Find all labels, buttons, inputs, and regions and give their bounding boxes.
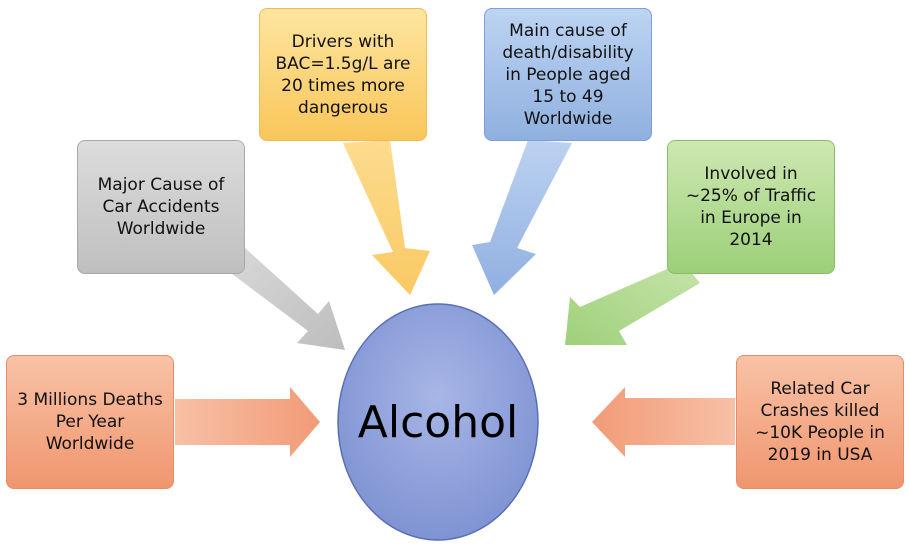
box-deaths: 3 Millions Deaths Per Year Worldwide [6,355,174,489]
box-accidents: Major Cause of Car Accidents Worldwide [77,140,245,274]
center-label: Alcohol [357,396,519,448]
arrow-bac [343,140,430,295]
arrow-accidents [227,248,345,350]
box-usa-text: Related Car Crashes killed ~10K People i… [755,379,885,465]
box-main-cause-text: Main cause of death/disability in People… [502,20,634,129]
box-europe-text: Involved in ~25% of Traffic in Europe in… [685,164,817,250]
arrow-europe [565,262,700,345]
arrow-deaths [175,387,320,457]
arrow-main-cause [472,140,572,295]
box-europe: Involved in ~25% of Traffic in Europe in… [667,140,835,274]
box-bac: Drivers with BAC=1.5g/L are 20 times mor… [259,8,427,141]
arrow-usa [592,387,735,457]
box-deaths-text: 3 Millions Deaths Per Year Worldwide [17,390,163,454]
box-accidents-text: Major Cause of Car Accidents Worldwide [97,175,225,239]
box-main-cause: Main cause of death/disability in People… [484,8,652,141]
box-usa: Related Car Crashes killed ~10K People i… [736,355,904,489]
center-circle [337,303,539,541]
box-bac-text: Drivers with BAC=1.5g/L are 20 times mor… [275,31,411,118]
